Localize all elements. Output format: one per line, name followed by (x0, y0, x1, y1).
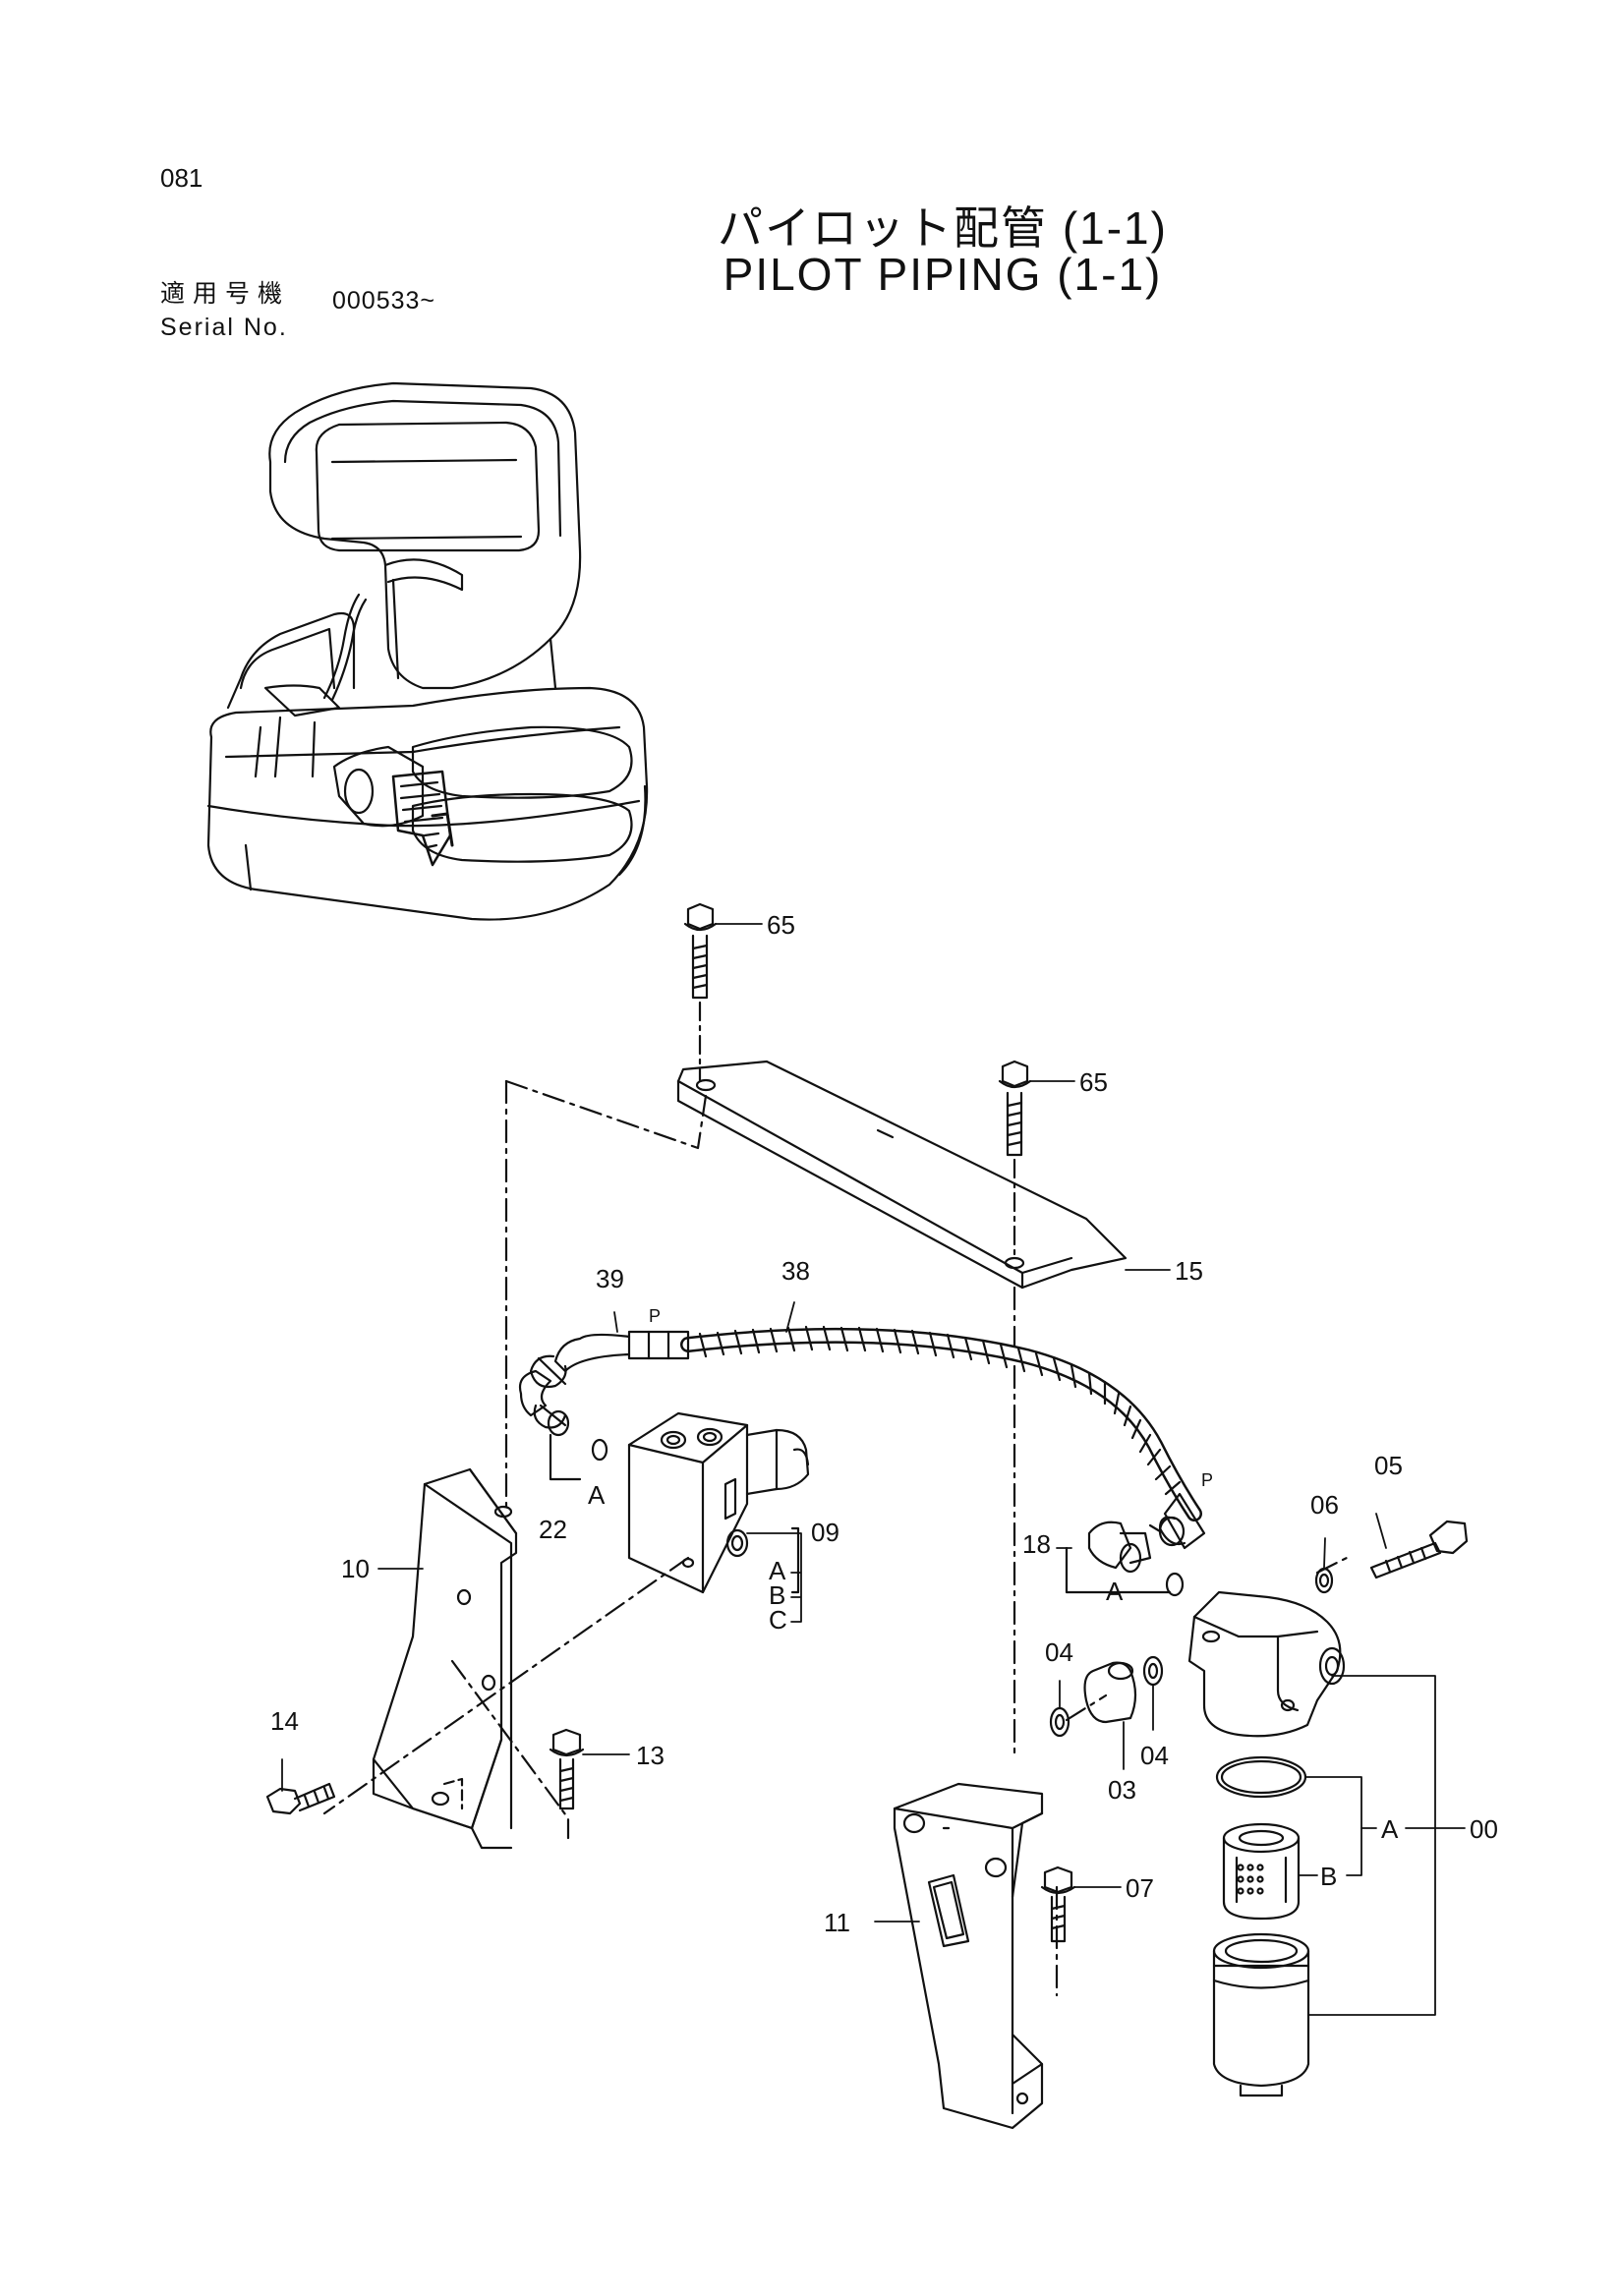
label-c-valve: C (769, 1605, 787, 1635)
serial-labels: 適用号機 Serial No. (160, 277, 290, 344)
washer-06 (1314, 1567, 1334, 1594)
label-22: 22 (539, 1515, 567, 1544)
page-number: 081 (160, 163, 203, 193)
label-15: 15 (1175, 1256, 1203, 1286)
hose-fitting-p-lower (1148, 1492, 1206, 1550)
label-04-left: 04 (1045, 1637, 1073, 1667)
serial-label-en: Serial No. (160, 314, 288, 341)
filter-o-ring (1215, 1755, 1307, 1799)
label-03: 03 (1108, 1775, 1136, 1805)
part-39-elbow (529, 1333, 631, 1389)
seat-assembly-illustration (206, 381, 649, 921)
washer-04-right (1142, 1655, 1164, 1687)
bolt-07 (1040, 1866, 1076, 1943)
label-a-fitting-18: A (1106, 1577, 1124, 1606)
label-b-valve: B (769, 1580, 785, 1610)
label-p-lower: P (1201, 1470, 1213, 1490)
label-39: 39 (596, 1264, 624, 1293)
label-00: 00 (1470, 1814, 1498, 1844)
part-00-filter-head (1187, 1590, 1346, 1738)
title-english: PILOT PIPING (1-1) (723, 249, 1163, 300)
filter-element (1222, 1822, 1301, 1921)
filter-bowl (1212, 1932, 1310, 2097)
label-a-valve-fitting: A (588, 1480, 606, 1510)
label-09: 09 (811, 1518, 839, 1547)
label-13: 13 (636, 1741, 665, 1770)
label-07: 07 (1126, 1873, 1154, 1903)
label-p-upper: P (649, 1306, 661, 1326)
part-22-fitting (518, 1369, 608, 1481)
label-04-right: 04 (1140, 1741, 1169, 1770)
label-a-valve: A (769, 1556, 786, 1585)
washer-04-left (1049, 1706, 1070, 1738)
part-18-elbow-fitting (1065, 1521, 1185, 1597)
spacer-03 (1083, 1661, 1137, 1724)
label-11: 11 (824, 1908, 850, 1937)
hose-fitting-p-upper (627, 1330, 690, 1360)
label-65-upper: 65 (767, 910, 795, 940)
label-18: 18 (1022, 1529, 1051, 1559)
assembly-guide-lines (322, 1079, 1349, 1997)
bolt-65-upper (683, 902, 718, 1083)
label-05: 05 (1374, 1451, 1403, 1480)
title-japanese: パイロット配管 (1-1) (718, 202, 1168, 254)
callout-labels: 65 65 15 39 38 P P 22 A 09 A B C 10 14 1… (270, 910, 1498, 1937)
bolt-05 (1369, 1520, 1469, 1579)
serial-label-jp: 適用号機 (160, 280, 291, 308)
label-38: 38 (781, 1256, 810, 1286)
label-14: 14 (270, 1706, 299, 1736)
label-b-filter: B (1320, 1862, 1337, 1891)
label-65-lower: 65 (1079, 1067, 1108, 1097)
label-a-filter: A (1381, 1814, 1399, 1844)
part-15-cover-plate (676, 1060, 1128, 1290)
leader-lines (281, 923, 1466, 2016)
bolt-14 (265, 1782, 336, 1815)
part-10-bracket (372, 1467, 518, 1850)
part-09-valve (627, 1411, 810, 1594)
serial-value: 000533~ (332, 287, 436, 315)
bolt-13 (549, 1728, 585, 1810)
label-10: 10 (341, 1554, 370, 1583)
part-11-bracket (893, 1782, 1044, 2130)
part-38-hose (680, 1325, 1202, 1521)
label-06: 06 (1310, 1490, 1339, 1520)
bolt-65-lower (998, 1060, 1032, 1260)
